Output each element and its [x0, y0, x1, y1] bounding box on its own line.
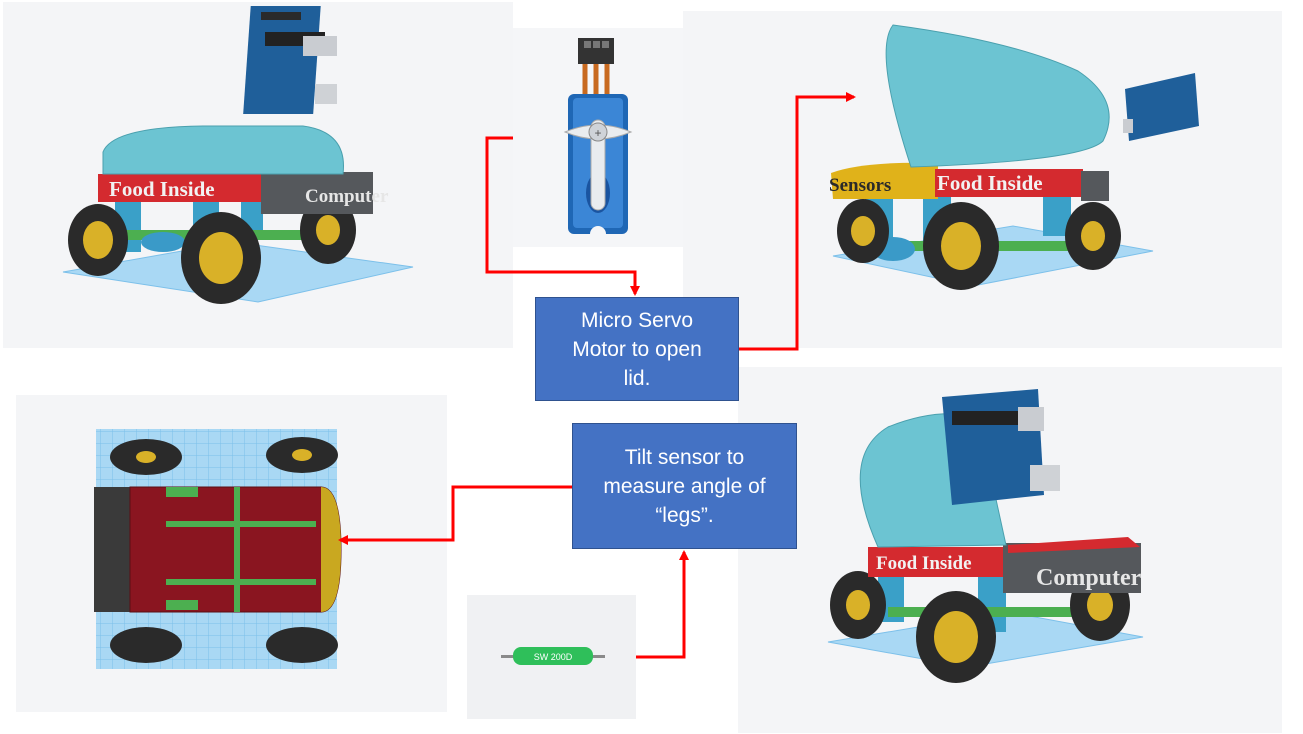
arduino-board-icon	[243, 6, 337, 114]
sensors-band	[831, 162, 938, 199]
computer-label: Computer	[305, 186, 389, 207]
robot-top-view-panel	[16, 395, 447, 712]
lid-open	[885, 24, 1110, 168]
tilt-sensor-icon: SW 200D	[501, 647, 605, 665]
food-inside-band	[868, 547, 1003, 577]
robot-closed-render: Food Inside Computer	[62, 6, 414, 304]
tilt-sensor-render: SW 200D	[501, 647, 605, 665]
arduino-board-icon	[1123, 73, 1199, 141]
food-inside-band	[98, 174, 263, 202]
tilt-sensor-panel: SW 200D	[467, 595, 636, 719]
callout-to-open-lid-arrow	[739, 92, 856, 351]
tilt-callout: Tilt sensor to measure angle of “legs”.	[572, 423, 797, 549]
svg-text:+: +	[594, 126, 601, 140]
wheel-icon	[110, 437, 338, 663]
sensors-label: Sensors	[829, 175, 891, 196]
tilt-sensor-to-callout-arrow	[636, 550, 689, 659]
wheel-icon	[837, 199, 1121, 290]
food-inside-label: Food Inside	[937, 171, 1043, 195]
arduino-board-icon	[942, 389, 1060, 505]
servo-to-callout-arrow	[485, 136, 640, 296]
robot-open-lid-panel: Sensors Food Inside	[683, 11, 1282, 348]
computer-box	[261, 172, 373, 214]
food-inside-label: Food Inside	[876, 553, 972, 574]
robot-closed-view-panel: Food Inside Computer	[3, 2, 513, 348]
computer-label: Computer	[1036, 565, 1142, 591]
sensor-end-top	[321, 487, 341, 612]
robot-side-render: Food Inside Computer	[827, 389, 1144, 683]
robot-top-render	[94, 429, 342, 669]
food-inside-band	[935, 169, 1083, 197]
lid	[102, 125, 344, 175]
tilt-callout-to-top-view-arrow	[338, 485, 572, 545]
leg-frame	[166, 487, 316, 612]
servo-motor-panel: +	[513, 28, 683, 247]
servo-motor-render: +	[563, 38, 633, 234]
robot-open-render: Sensors Food Inside	[829, 24, 1199, 290]
computer-box-top	[94, 487, 130, 612]
food-inside-label: Food Inside	[109, 177, 215, 201]
servo-callout: Micro Servo Motor to open lid.	[535, 297, 739, 401]
servo-motor-icon: +	[563, 38, 633, 234]
tilt-sensor-part-label: SW 200D	[534, 652, 573, 662]
computer-box	[1081, 171, 1109, 201]
robot-side-view-panel: Food Inside Computer	[738, 367, 1282, 733]
